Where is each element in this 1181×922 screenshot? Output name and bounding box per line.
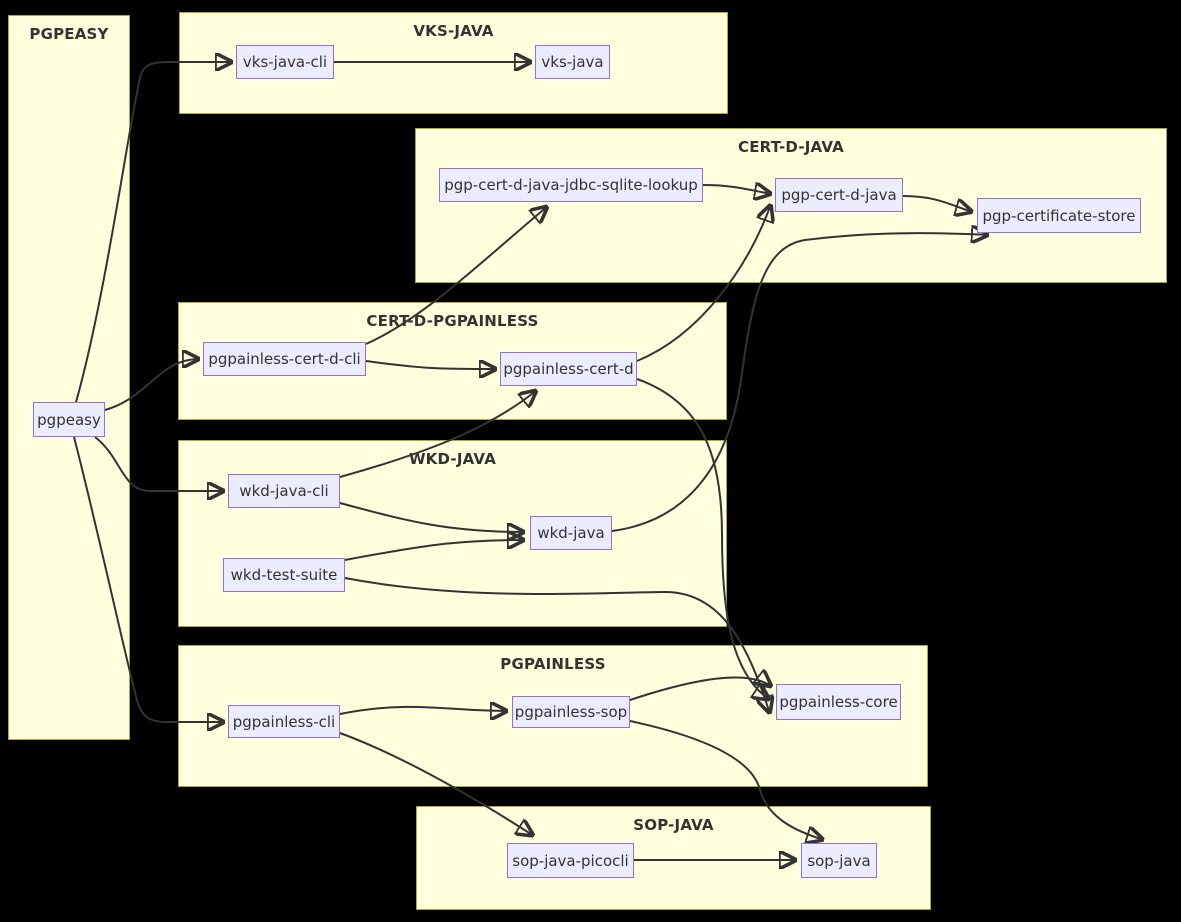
node-pgpeasy: pgpeasy (33, 402, 105, 437)
node-wkd-java: wkd-java (530, 516, 612, 550)
node-sop-java-picocli: sop-java-picocli (507, 843, 634, 878)
node-vks-java-cli: vks-java-cli (236, 45, 334, 79)
node-pgp-cert-d-java: pgp-cert-d-java (775, 178, 903, 212)
group-title-pgpainless: PGPAINLESS (500, 655, 606, 673)
group-title-sop-java: SOP-JAVA (633, 816, 714, 834)
node-sop-java: sop-java (801, 843, 877, 878)
node-vks-java: vks-java (535, 45, 610, 79)
group-pgpeasy: PGPEASY (8, 15, 130, 740)
group-title-pgpeasy: PGPEASY (29, 25, 109, 43)
node-pgpainless-cli: pgpainless-cli (228, 705, 340, 738)
node-pgpainless-cert-d-cli: pgpainless-cert-d-cli (203, 342, 366, 376)
node-pgp-cert-d-java-jdbc-sqlite-lookup: pgp-cert-d-java-jdbc-sqlite-lookup (439, 168, 703, 202)
group-title-vks-java: VKS-JAVA (413, 22, 494, 40)
group-title-wkd-java: WKD-JAVA (408, 450, 497, 468)
node-pgpainless-cert-d: pgpainless-cert-d (500, 352, 637, 386)
node-wkd-test-suite: wkd-test-suite (223, 558, 345, 592)
node-pgpainless-core: pgpainless-core (776, 684, 901, 720)
group-title-cert-d-pgpainless: CERT-D-PGPAINLESS (366, 312, 539, 330)
node-pgpainless-sop: pgpainless-sop (512, 696, 630, 728)
group-title-cert-d-java: CERT-D-JAVA (738, 138, 844, 156)
node-pgp-certificate-store: pgp-certificate-store (977, 198, 1141, 233)
group-wkd-java: WKD-JAVA (178, 440, 727, 627)
node-wkd-java-cli: wkd-java-cli (228, 474, 340, 508)
